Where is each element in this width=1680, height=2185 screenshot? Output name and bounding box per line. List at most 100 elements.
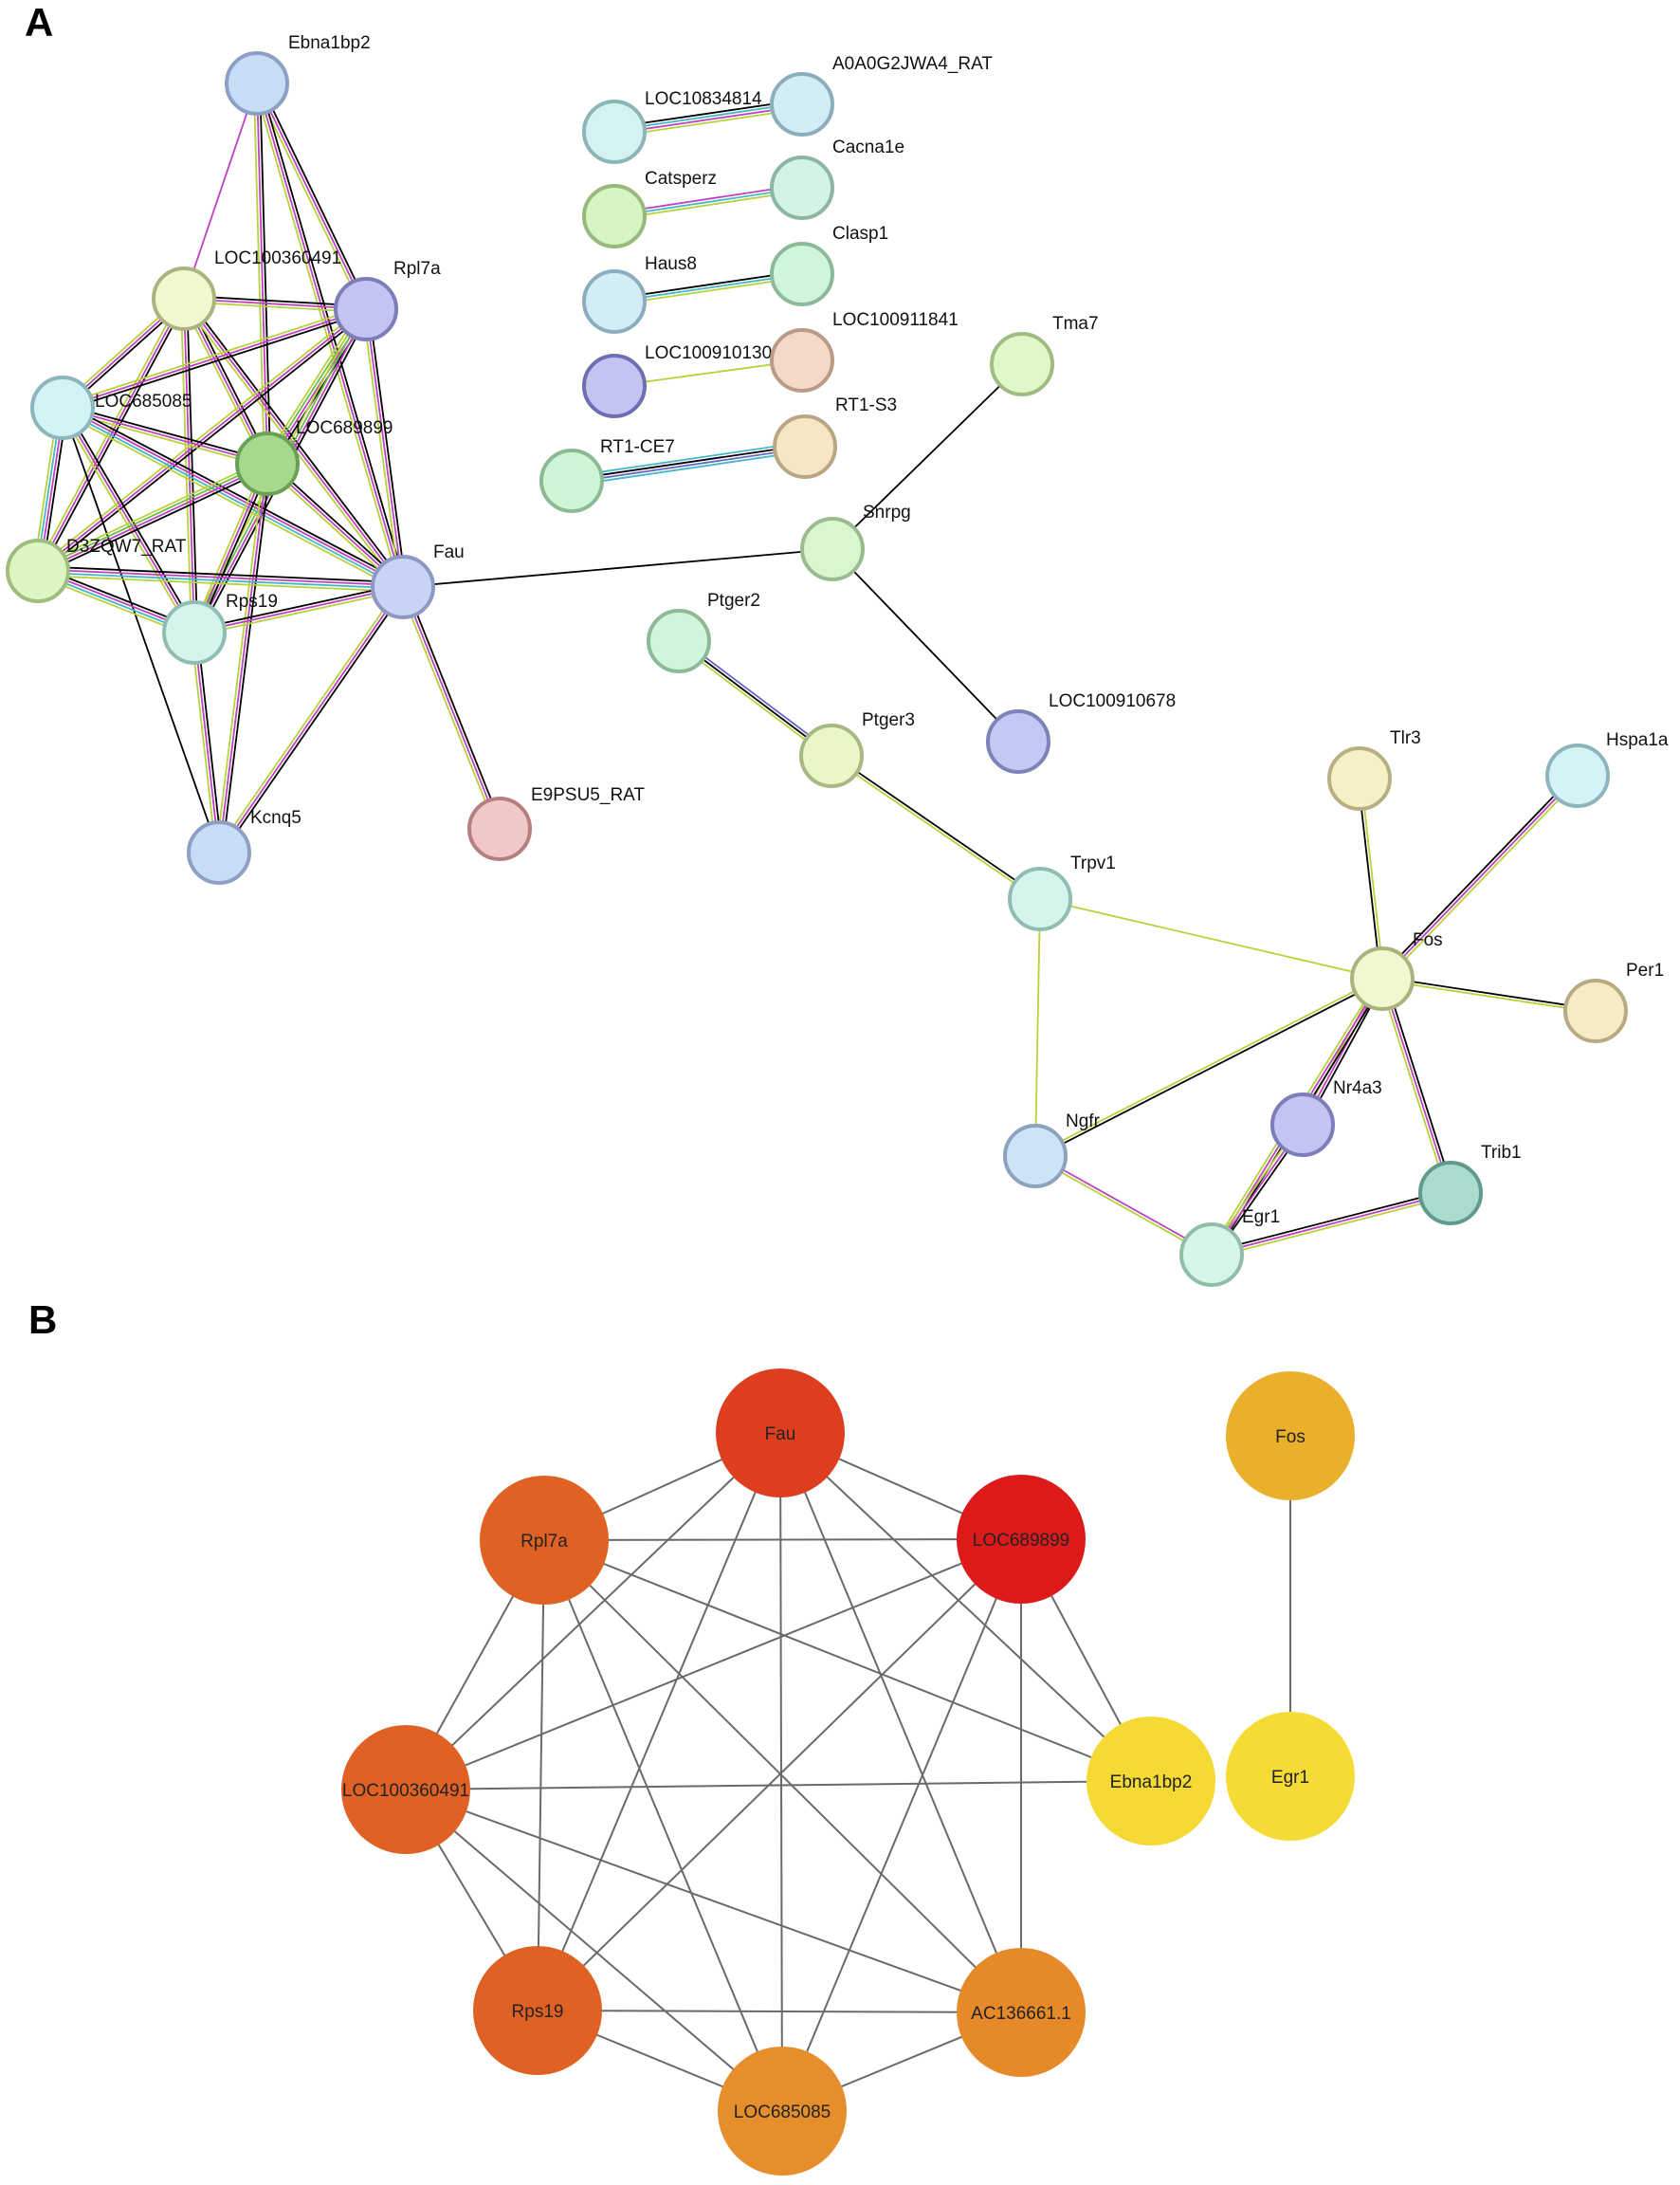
- edge-strand: [572, 447, 806, 484]
- edge-strand: [194, 589, 404, 637]
- edge-snrpg-loc100910678: [831, 548, 1019, 743]
- edge-strand: [37, 571, 403, 590]
- node-hspa1a[interactable]: Hspa1a: [1545, 730, 1669, 808]
- node-ebna1bp2[interactable]: Ebna1bp2: [225, 33, 371, 116]
- edge-strand: [1211, 1192, 1452, 1256]
- hub-node-circle: [957, 1948, 1086, 2077]
- edge-fau-loc100360491: [405, 1432, 781, 1790]
- node-haus8[interactable]: Haus8: [582, 254, 697, 334]
- node-catsperz[interactable]: Catsperz: [582, 169, 717, 248]
- node-trib1[interactable]: Trib1: [1418, 1143, 1522, 1225]
- node-circle: [770, 328, 834, 393]
- edge-strand: [1033, 1156, 1212, 1258]
- edge-rps19-fau: [193, 582, 404, 637]
- node-tma7[interactable]: Tma7: [990, 314, 1099, 396]
- node-circle: [162, 600, 227, 665]
- node-rt1s3[interactable]: RT1-S3: [773, 395, 897, 479]
- hub-node-ac136661[interactable]: AC136661.1: [957, 1948, 1086, 2077]
- node-ngfr[interactable]: Ngfr: [1003, 1111, 1101, 1188]
- node-snrpg[interactable]: Snrpg: [800, 503, 911, 581]
- edge-fos-hspa1a: [1379, 773, 1580, 982]
- hub-node-loc100360491[interactable]: LOC100360491: [341, 1725, 470, 1854]
- node-loc100910130[interactable]: LOC100910130: [582, 343, 772, 418]
- node-circle: [986, 709, 1050, 774]
- hub-node-circle: [716, 1368, 845, 1497]
- node-fau[interactable]: Fau: [371, 542, 465, 619]
- edge-strand: [1035, 1153, 1214, 1255]
- node-clasp1[interactable]: Clasp1: [770, 224, 888, 306]
- node-circle: [371, 555, 435, 619]
- edge-strand: [60, 411, 402, 593]
- hub-node-loc685085[interactable]: LOC685085: [718, 2047, 847, 2176]
- node-loc10834814[interactable]: LOC10834814: [582, 89, 762, 164]
- node-loc100911841[interactable]: LOC100911841: [770, 310, 959, 393]
- node-trpv1[interactable]: Trpv1: [1008, 854, 1116, 931]
- hub-node-loc689899[interactable]: LOC689899: [957, 1475, 1086, 1604]
- hub-node-egr1[interactable]: Egr1: [1226, 1712, 1355, 1841]
- edge-ngfr-egr1: [1033, 1153, 1214, 1258]
- panel-a-nodes: Ebna1bp2LOC100360491Rpl7aLOC685085LOC689…: [6, 33, 1669, 1287]
- node-loc100360491[interactable]: LOC100360491: [152, 248, 341, 331]
- node-circle: [1003, 1124, 1068, 1188]
- node-label: Snrpg: [863, 503, 911, 523]
- node-circle: [1179, 1222, 1244, 1287]
- hub-node-rpl7a[interactable]: Rpl7a: [480, 1476, 609, 1605]
- edge-egr1-trib1: [1210, 1189, 1452, 1258]
- node-loc685085[interactable]: LOC685085: [30, 376, 192, 440]
- edge-strand: [35, 458, 266, 568]
- node-label: LOC100911841: [832, 310, 959, 330]
- hub-node-circle: [341, 1725, 470, 1854]
- node-label: Haus8: [645, 254, 697, 274]
- node-ptger2[interactable]: Ptger2: [647, 591, 760, 673]
- hub-node-rps19[interactable]: Rps19: [473, 1946, 602, 2075]
- node-label: Trpv1: [1070, 854, 1116, 873]
- edge-strand: [259, 83, 272, 464]
- edge-strand: [572, 450, 806, 487]
- node-label: Nr4a3: [1333, 1078, 1382, 1098]
- edge-strand: [193, 582, 403, 631]
- node-kcnq5[interactable]: Kcnq5: [187, 808, 301, 885]
- edge-strand: [38, 568, 404, 587]
- node-cacna1e[interactable]: Cacna1e: [770, 138, 904, 220]
- edge-strand: [571, 441, 805, 478]
- node-loc689899[interactable]: LOC689899: [235, 418, 393, 496]
- edge-strand: [1384, 977, 1454, 1193]
- node-fos[interactable]: Fos: [1350, 930, 1443, 1011]
- node-e9psu5[interactable]: E9PSU5_RAT: [467, 785, 645, 861]
- hub-node-ebna1bp2[interactable]: Ebna1bp2: [1087, 1717, 1215, 1845]
- node-nr4a3[interactable]: Nr4a3: [1270, 1078, 1382, 1157]
- edge-rps19-ac136661: [537, 2010, 1022, 2013]
- node-label: LOC100910678: [1049, 691, 1176, 711]
- edge-fau-kcnq5: [215, 584, 407, 855]
- node-rpl7a[interactable]: Rpl7a: [334, 259, 441, 341]
- node-tlr3[interactable]: Tlr3: [1327, 728, 1421, 811]
- edge-strand: [831, 363, 1023, 550]
- node-a0a0g2jwa4[interactable]: A0A0G2JWA4_RAT: [770, 54, 993, 137]
- hub-node-circle: [480, 1476, 609, 1605]
- node-rt1ce7[interactable]: RT1-CE7: [539, 437, 675, 513]
- edge-strand: [185, 296, 407, 586]
- hub-node-fos[interactable]: Fos: [1226, 1371, 1355, 1500]
- edge-loc685085-kcnq5: [62, 407, 220, 854]
- hub-node-label: Fos: [1275, 1427, 1306, 1447]
- hub-node-fau[interactable]: Fau: [716, 1368, 845, 1497]
- edge-strand: [215, 584, 402, 852]
- panel-b-letter: B: [28, 1297, 57, 1342]
- edge-strand: [256, 83, 367, 310]
- node-per1[interactable]: Per1: [1563, 961, 1664, 1043]
- edge-strand: [253, 84, 364, 311]
- edge-loc689899-kcnq5: [214, 463, 272, 854]
- node-label: LOC10834814: [645, 89, 762, 109]
- hub-node-label: LOC685085: [734, 2102, 831, 2122]
- hub-node-label: AC136661.1: [971, 2004, 1071, 2024]
- node-ptger3[interactable]: Ptger3: [799, 710, 915, 788]
- edge-strand: [1379, 773, 1577, 978]
- edge-ebna1bp2-loc100360491: [183, 83, 258, 300]
- node-rps19[interactable]: Rps19: [162, 592, 278, 665]
- node-label: Fau: [433, 542, 465, 562]
- edge-strand: [39, 467, 270, 577]
- node-d3zqw7[interactable]: D3ZQW7_RAT: [6, 537, 187, 603]
- edge-strand: [62, 407, 220, 854]
- node-loc100910678[interactable]: LOC100910678: [986, 691, 1176, 774]
- node-egr1[interactable]: Egr1: [1179, 1207, 1280, 1287]
